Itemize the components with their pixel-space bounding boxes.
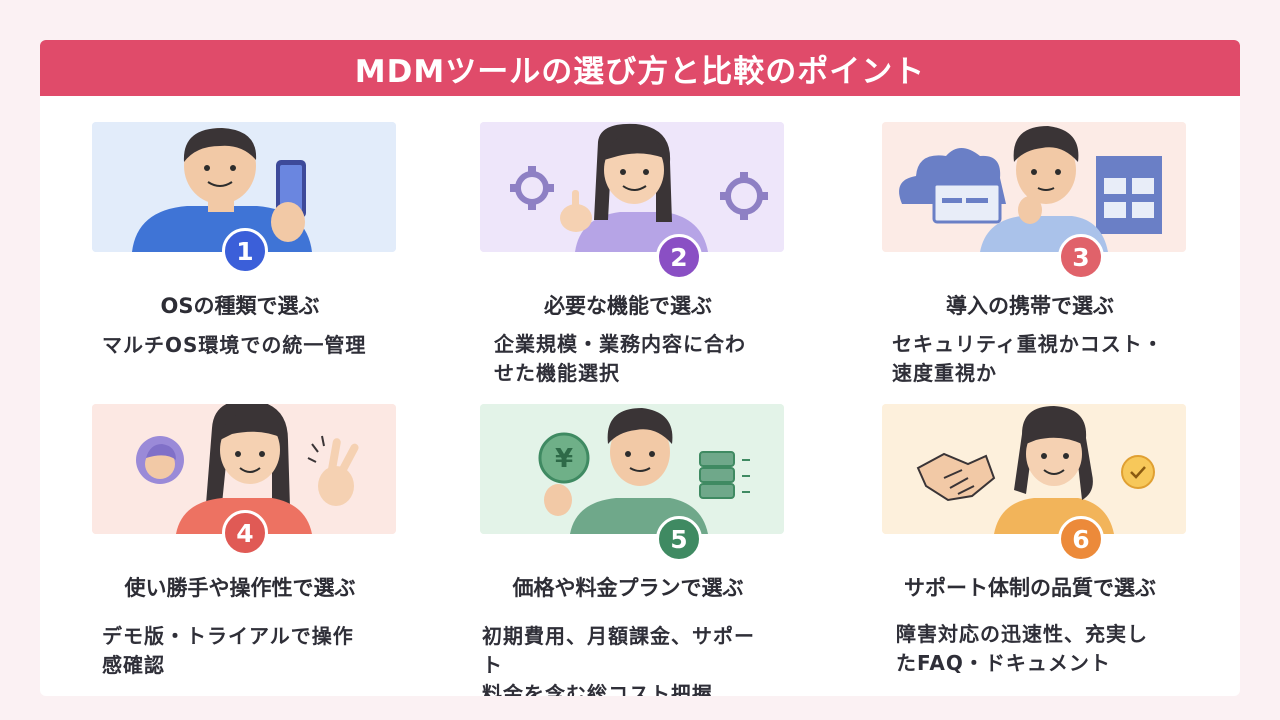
card-os-type: 1 OSの種類で選ぶ マルチOS環境での統一管理 [40,122,396,412]
card-pricing: ¥ 5 価格や料金プランで選ぶ 初期費用、月額課金、サポート 料金を含む総コスト… [428,404,784,696]
desc-line: 速度重視か [892,361,997,385]
card-title: 使い勝手や操作性で選ぶ [124,576,356,600]
step-badge-1: 1 [222,228,268,274]
card-description: デモ版・トライアルで操作 感確認 [102,622,354,680]
illustration-handshake-woman [882,404,1186,534]
step-badge-2: 2 [656,234,702,280]
card-deployment-type: 3 導入の携帯で選ぶ セキュリティ重視かコスト・ 速度重視か [830,122,1186,412]
desc-line: 初期費用、月額課金、サポート [482,624,755,677]
desc-line: デモ版・トライアルで操作 [102,624,354,648]
desc-line: マルチOS環境での統一管理 [102,333,367,357]
illustration-man-with-phone [92,122,396,252]
desc-line: セキュリティ重視かコスト・ [892,332,1164,356]
illustration-man-cloud-building [882,122,1186,252]
infographic-panel: MDMツールの選び方と比較のポイント 1 OSの種類で選ぶ マルチOS環境での統… [40,40,1240,696]
card-description: 障害対応の迅速性、充実し たFAQ・ドキュメント [896,620,1148,678]
illustration-man-with-coin: ¥ [480,404,784,534]
card-required-features: 2 必要な機能で選ぶ 企業規模・業務内容に合わ せた機能選択 [428,122,784,412]
card-usability: 4 使い勝手や操作性で選ぶ デモ版・トライアルで操作 感確認 [40,404,396,694]
card-description: セキュリティ重視かコスト・ 速度重視か [892,330,1164,388]
card-title: 必要な機能で選ぶ [544,294,712,318]
title-banner: MDMツールの選び方と比較のポイント [40,40,1240,96]
card-title: 価格や料金プランで選ぶ [512,576,744,600]
svg-text:¥: ¥ [555,444,573,474]
card-title: OSの種類で選ぶ [160,294,320,318]
card-description: マルチOS環境での統一管理 [102,331,366,360]
card-description: 企業規模・業務内容に合わ せた機能選択 [494,330,746,388]
card-description: 初期費用、月額課金、サポート 料金を含む総コスト把握 [482,622,768,696]
step-badge-3: 3 [1058,234,1104,280]
card-support-quality: 6 サポート体制の品質で選ぶ 障害対応の迅速性、充実し たFAQ・ドキュメント [830,404,1186,694]
illustration-woman-pointing [92,404,396,534]
page-title: MDMツールの選び方と比較のポイント [354,53,926,90]
desc-line: 企業規模・業務内容に合わ [494,332,746,356]
step-badge-5: 5 [656,516,702,562]
desc-line: 障害対応の迅速性、充実し [896,622,1148,646]
card-title: サポート体制の品質で選ぶ [904,576,1156,600]
illustration-woman-with-gears [480,122,784,252]
desc-line: せた機能選択 [494,361,620,385]
step-badge-4: 4 [222,510,268,556]
card-title: 導入の携帯で選ぶ [946,294,1114,318]
desc-line: たFAQ・ドキュメント [896,651,1111,675]
desc-line: 料金を含む総コスト把握 [482,682,713,696]
step-badge-6: 6 [1058,516,1104,562]
desc-line: 感確認 [102,653,165,677]
